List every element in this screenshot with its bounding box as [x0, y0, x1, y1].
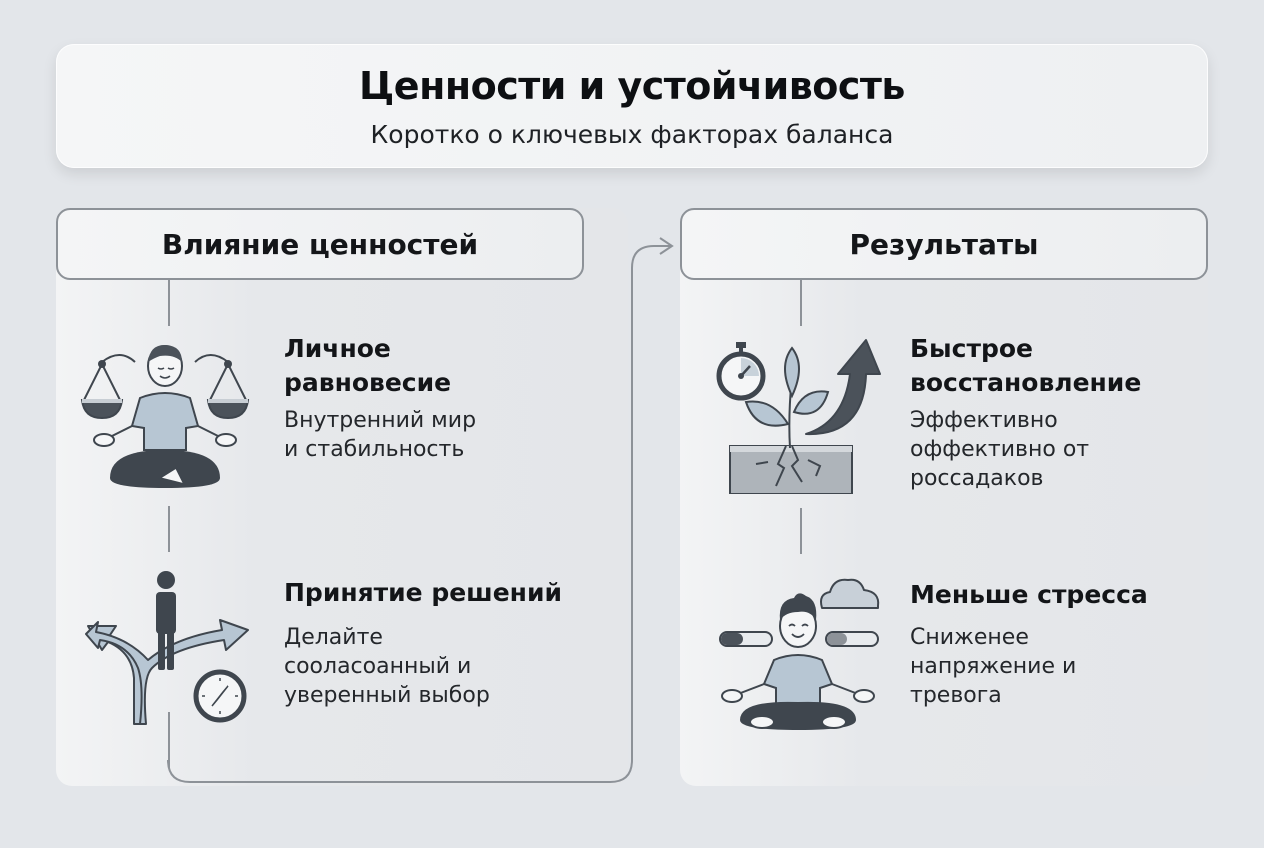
page-subtitle: Коротко о ключевых факторах баланса — [370, 120, 894, 149]
desc-line: напряжение и — [910, 654, 1077, 679]
page-title: Ценности и устойчивость — [359, 64, 905, 108]
desc-line: Эффективно — [910, 408, 1058, 433]
desc-line: оффективно от — [910, 437, 1090, 462]
title-line: Личное — [284, 334, 391, 363]
results-heading: Результаты — [680, 208, 1208, 280]
title-line: равновесие — [284, 368, 452, 397]
desc-line: Делайте — [284, 625, 383, 650]
desc-line: россадаков — [910, 466, 1044, 491]
decision-making-title: Принятие решений — [284, 576, 562, 610]
connector-line — [800, 508, 802, 554]
desc-line: тревога — [910, 683, 1002, 708]
values-influence-heading-text: Влияние ценностей — [161, 227, 479, 261]
title-line: Принятие решений — [284, 578, 562, 607]
connector-line — [168, 280, 170, 326]
desc-line: уверенный выбор — [284, 683, 490, 708]
decision-making-desc: Делайте сооласоанный и уверенный выбор — [284, 623, 490, 710]
results-panel: Результаты Быстрое восстановление — [680, 208, 1208, 786]
connector-line — [168, 506, 170, 552]
crossroads-person-compass-icon — [84, 568, 254, 728]
desc-line: Внутренний мир — [284, 408, 477, 433]
less-stress-desc: Сниженее напряжение и тревога — [910, 623, 1076, 710]
results-heading-text: Результаты — [849, 227, 1039, 261]
fast-recovery-desc: Эффективно оффективно от россадаков — [910, 406, 1089, 493]
calm-meditating-person-icon — [718, 570, 884, 730]
desc-line: и стабильность — [284, 437, 465, 462]
title-line: восстановление — [910, 368, 1142, 397]
less-stress-title: Меньше стресса — [910, 578, 1148, 612]
connector-line — [800, 280, 802, 326]
header-card: Ценности и устойчивость Коротко о ключев… — [56, 44, 1208, 168]
values-influence-heading: Влияние ценностей — [56, 208, 584, 280]
title-line: Меньше стресса — [910, 580, 1148, 609]
fast-recovery-title: Быстрое восстановление — [910, 332, 1141, 400]
desc-line: сооласоанный и — [284, 654, 472, 679]
personal-balance-desc: Внутренний мир и стабильность — [284, 406, 476, 464]
stopwatch-sprout-arrow-icon — [716, 336, 882, 494]
meditating-person-with-scales-icon — [80, 338, 250, 488]
title-line: Быстрое — [910, 334, 1033, 363]
personal-balance-title: Личное равновесие — [284, 332, 451, 400]
values-influence-panel: Влияние ценностей — [56, 208, 628, 786]
desc-line: Сниженее — [910, 625, 1029, 650]
